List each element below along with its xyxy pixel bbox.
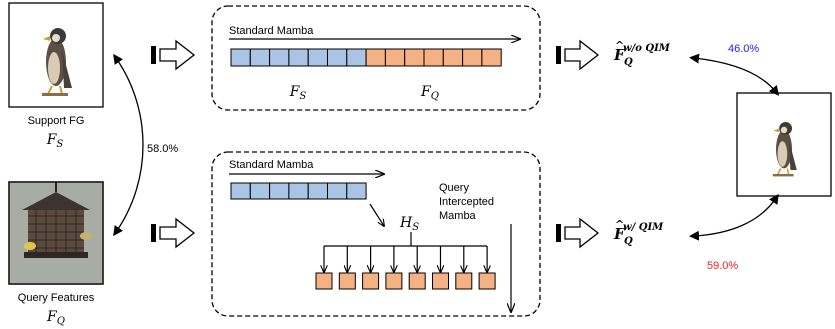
query-image <box>8 181 104 285</box>
score-top-value: 46.0% <box>728 43 759 55</box>
support-token <box>327 48 348 67</box>
qim-label-line3: Mamba <box>439 210 477 222</box>
query-token <box>362 272 380 290</box>
support-image <box>8 2 104 108</box>
support-token <box>288 182 309 200</box>
svg-text:w/o QIM: w/o QIM <box>623 43 671 54</box>
support-label: Support FG <box>28 115 85 127</box>
query-token <box>408 272 426 290</box>
bottom-mamba-label: Standard Mamba <box>229 159 314 171</box>
output-top-symbol: F ^ w/o QIM Q <box>613 39 671 68</box>
output-bottom-symbol: F ^ w/ QIM Q <box>613 218 664 247</box>
query-label: Query Features <box>18 292 95 304</box>
support-token <box>249 48 271 67</box>
output-image <box>736 92 832 197</box>
top-fs-symbol: FS <box>289 84 307 102</box>
support-token <box>307 182 329 200</box>
support-token <box>346 48 367 67</box>
falcon-photo-icon <box>42 28 72 96</box>
query-token <box>423 48 444 67</box>
bird-feeder-photo-icon <box>9 182 103 284</box>
query-token <box>404 48 425 67</box>
top-mamba-label: Standard Mamba <box>229 25 314 37</box>
svg-text:^: ^ <box>615 218 624 231</box>
query-token <box>462 48 483 67</box>
svg-text:Q: Q <box>624 236 633 247</box>
falcon-photo-icon <box>772 122 797 177</box>
top-token-sequence <box>230 48 502 67</box>
block-arrow-out-top <box>556 39 600 71</box>
qim-label-line2: Intercepted <box>439 196 494 208</box>
query-symbol: FQ <box>46 309 65 327</box>
support-token <box>269 48 290 67</box>
top-fq-symbol: FQ <box>420 84 439 102</box>
qim-label-line1: Query <box>439 182 469 194</box>
query-token <box>455 272 473 290</box>
query-token <box>384 48 406 67</box>
block-arrow-out-bottom <box>556 217 600 249</box>
query-token <box>478 272 496 290</box>
support-token <box>288 48 309 67</box>
query-token <box>481 48 502 67</box>
support-token <box>346 182 367 200</box>
bottom-query-token-sequence <box>315 272 496 290</box>
standard-mamba-block-top <box>211 5 541 111</box>
svg-text:w/ QIM: w/ QIM <box>623 222 664 233</box>
hs-symbol: HS <box>399 215 419 233</box>
query-token <box>315 272 333 290</box>
query-token <box>385 272 403 290</box>
svg-text:F: F <box>613 225 626 243</box>
support-token <box>249 182 271 200</box>
query-token <box>338 272 356 290</box>
similarity-arrow-top <box>689 53 780 96</box>
query-token <box>365 48 386 67</box>
query-token <box>442 48 464 67</box>
svg-text:Q: Q <box>624 57 633 68</box>
score-bottom-value: 59.0% <box>707 260 738 272</box>
qim-block-bottom <box>211 151 541 317</box>
support-token <box>230 48 251 67</box>
support-token <box>307 48 329 67</box>
support-token <box>269 182 290 200</box>
support-token <box>230 182 251 200</box>
svg-text:F: F <box>613 46 626 64</box>
bottom-support-token-sequence <box>230 182 367 200</box>
svg-text:^: ^ <box>615 39 624 52</box>
similarity-left-value: 58.0% <box>147 143 178 155</box>
hidden-state-broadcast <box>324 245 487 272</box>
support-token <box>327 182 348 200</box>
support-symbol: FS <box>46 132 64 150</box>
similarity-arrow-left <box>113 53 144 237</box>
block-arrow-top <box>151 39 196 71</box>
query-token <box>432 272 449 290</box>
support-to-hidden-arrow <box>369 203 384 226</box>
block-arrow-bottom <box>151 217 196 249</box>
similarity-arrow-bottom <box>689 193 779 241</box>
